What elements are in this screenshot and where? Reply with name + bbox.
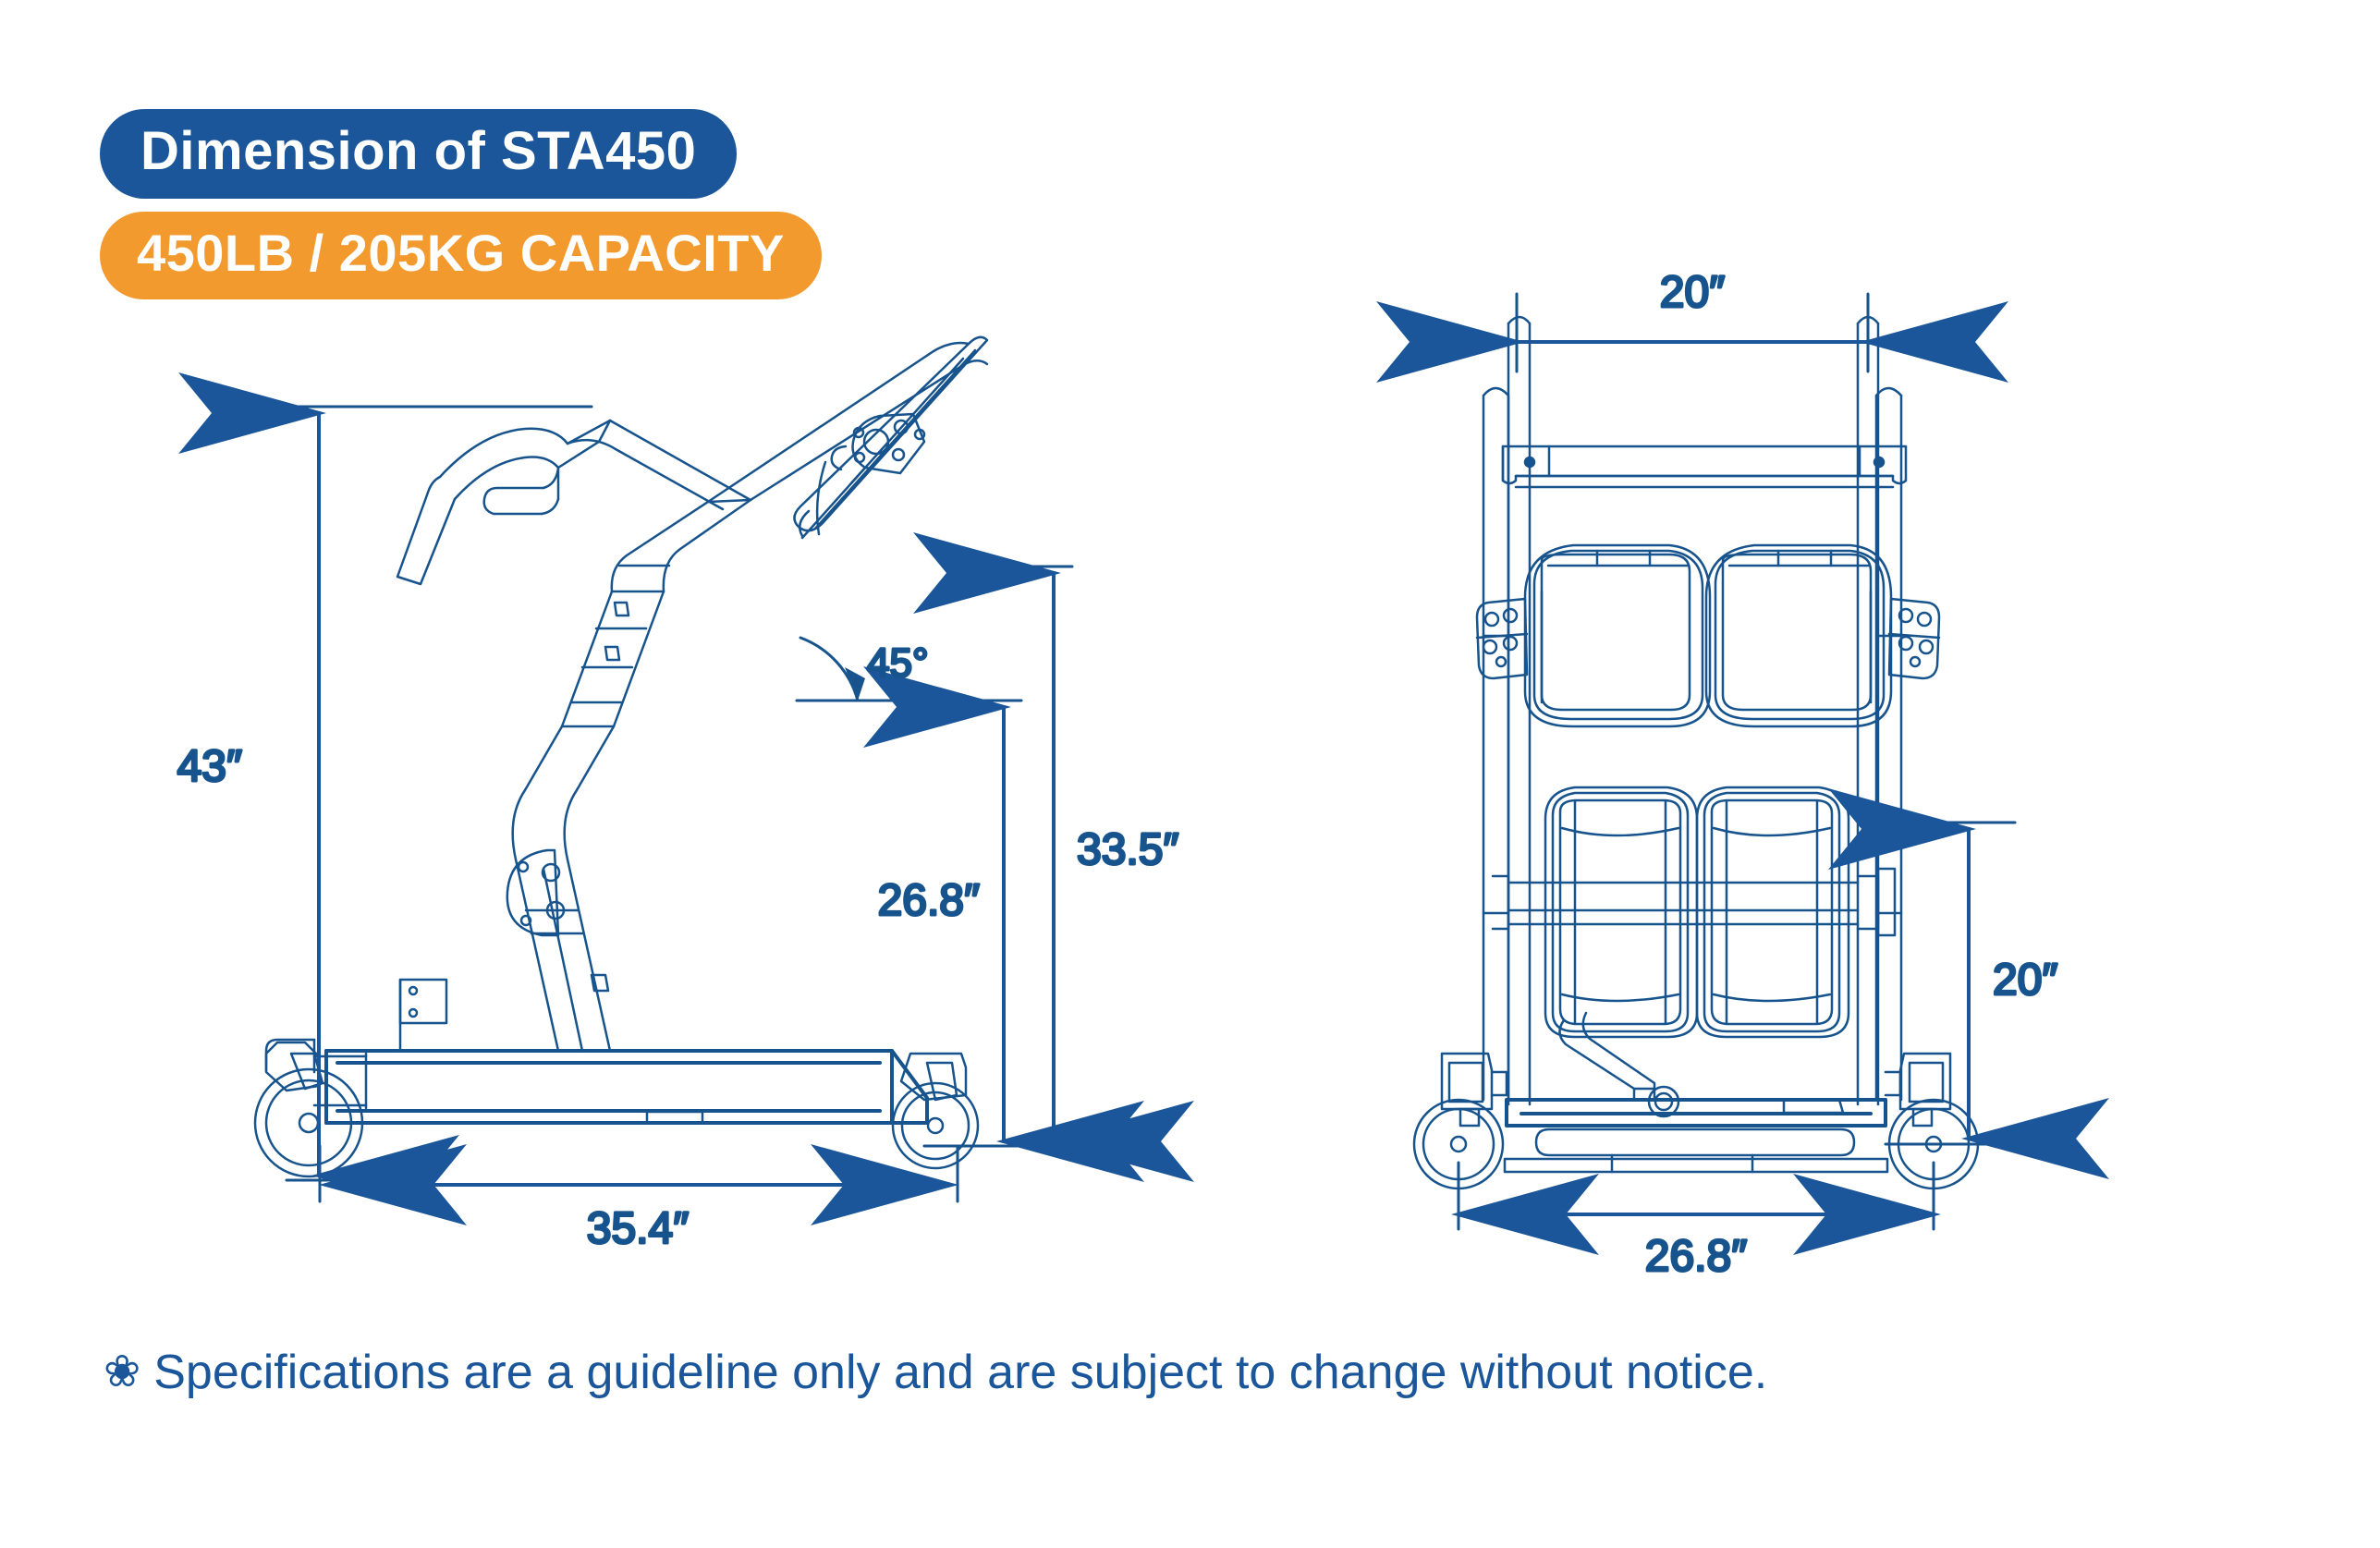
dim-label-20-width: 20″ — [1660, 268, 1725, 317]
side-handle-grip — [396, 419, 612, 586]
front-top-crossbar — [1501, 445, 1908, 489]
front-view-dimensions: 20″ 20″ 26.8″ — [1376, 267, 2109, 1283]
front-knee-pad-left — [1544, 786, 1699, 1039]
side-mast-lower — [511, 725, 616, 1053]
title-badge: Dimension of STA450 — [100, 109, 738, 199]
front-seat-pad-left — [1523, 543, 1712, 728]
side-view-machine — [253, 335, 989, 1178]
header-badges: Dimension of STA450 450LB / 205KG CAPACI… — [100, 109, 822, 299]
front-knee-pad-right — [1695, 786, 1850, 1039]
front-view-machine — [1412, 315, 1980, 1190]
dim-label-20-height: 20″ — [1993, 956, 2057, 1005]
side-front-caster — [891, 1052, 980, 1170]
footer-note-text: Specifications are a guideline only and … — [153, 1346, 1768, 1399]
side-mast-upper — [560, 590, 665, 728]
side-rear-caster — [253, 1038, 364, 1178]
side-view-dimensions: 43″ 26.8″ 33.5″ 35.4″ 45° — [176, 372, 1194, 1255]
front-center-tube — [1558, 1011, 1656, 1102]
dim-label-43: 43″ — [177, 742, 242, 791]
dim-label-354: 35.4″ — [587, 1204, 689, 1253]
side-bracket — [398, 978, 448, 1053]
side-upper-tube — [610, 498, 752, 593]
dim-label-268-side: 26.8″ — [878, 876, 980, 925]
front-left-caster — [1412, 1052, 1508, 1190]
flower-bullet-icon: ❀ — [104, 1347, 141, 1396]
capacity-badge: 450LB / 205KG CAPACITY — [100, 212, 822, 299]
side-mast-plate — [506, 848, 566, 937]
dim-label-268-front: 26.8″ — [1645, 1232, 1747, 1281]
side-backrest-hinge — [830, 412, 926, 486]
side-backrest-pad — [793, 335, 989, 540]
side-pad-swing — [815, 460, 827, 536]
angle-arc-45 — [799, 636, 860, 702]
dim-label-335: 33.5″ — [1077, 825, 1178, 874]
front-right-caster — [1884, 1052, 1980, 1190]
front-seat-pad-right — [1704, 543, 1893, 728]
footer-note: ❀ Specifications are a guideline only an… — [104, 1345, 1767, 1400]
side-base-platform — [324, 1049, 929, 1125]
front-hinge-right — [1887, 597, 1941, 680]
front-hinge-left — [1475, 597, 1529, 680]
side-handle-bar — [566, 419, 752, 511]
dim-label-45: 45° — [867, 640, 929, 686]
